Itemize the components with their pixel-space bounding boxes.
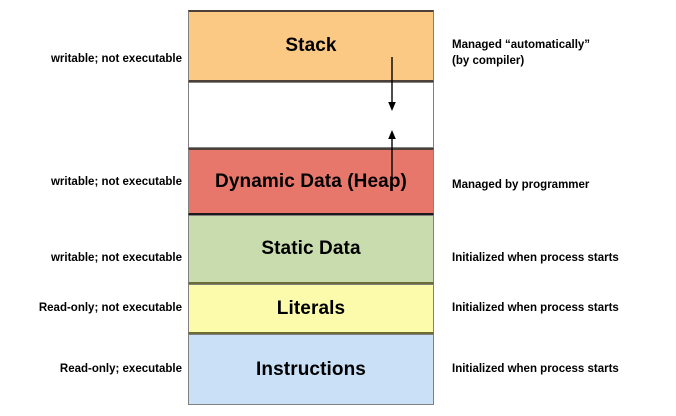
memory-segment-dynamic-data: Dynamic Data (Heap) [188, 148, 434, 215]
left-annotation-stack: writable; not executable [50, 53, 182, 65]
left-annotation-literals: Read-only; not executable [38, 302, 182, 314]
right-annotation-literals: Initialized when process starts [452, 302, 619, 314]
memory-segment-instructions-label: Instructions [256, 358, 366, 380]
memory-segment-static-data: Static Data [188, 215, 434, 284]
left-annotation-static-data: writable; not executable [50, 252, 182, 264]
right-annotation-stack: Managed “automatically” (by compiler) [452, 39, 591, 67]
right-annotation-instructions: Initialized when process starts [452, 363, 619, 375]
memory-segment-static-data-label: Static Data [261, 238, 361, 260]
memory-segment-instructions: Instructions [188, 334, 434, 405]
memory-segment-dynamic-data-label: Dynamic Data (Heap) [215, 170, 407, 192]
right-annotation-dynamic-data: Managed by programmer [452, 179, 590, 191]
memory-segment-free-space [188, 82, 434, 148]
memory-segment-stack: Stack [188, 10, 434, 82]
right-annotation-static-data: Initialized when process starts [452, 252, 619, 264]
memory-segment-literals-label: Literals [276, 297, 346, 319]
memory-segment-column: Stack Dynamic Data (Heap) Static Data Li… [188, 10, 434, 405]
left-annotation-dynamic-data: writable; not executable [50, 176, 182, 188]
left-annotation-instructions: Read-only; executable [59, 363, 182, 375]
memory-segment-literals: Literals [188, 284, 434, 334]
memory-segment-stack-label: Stack [285, 35, 337, 57]
